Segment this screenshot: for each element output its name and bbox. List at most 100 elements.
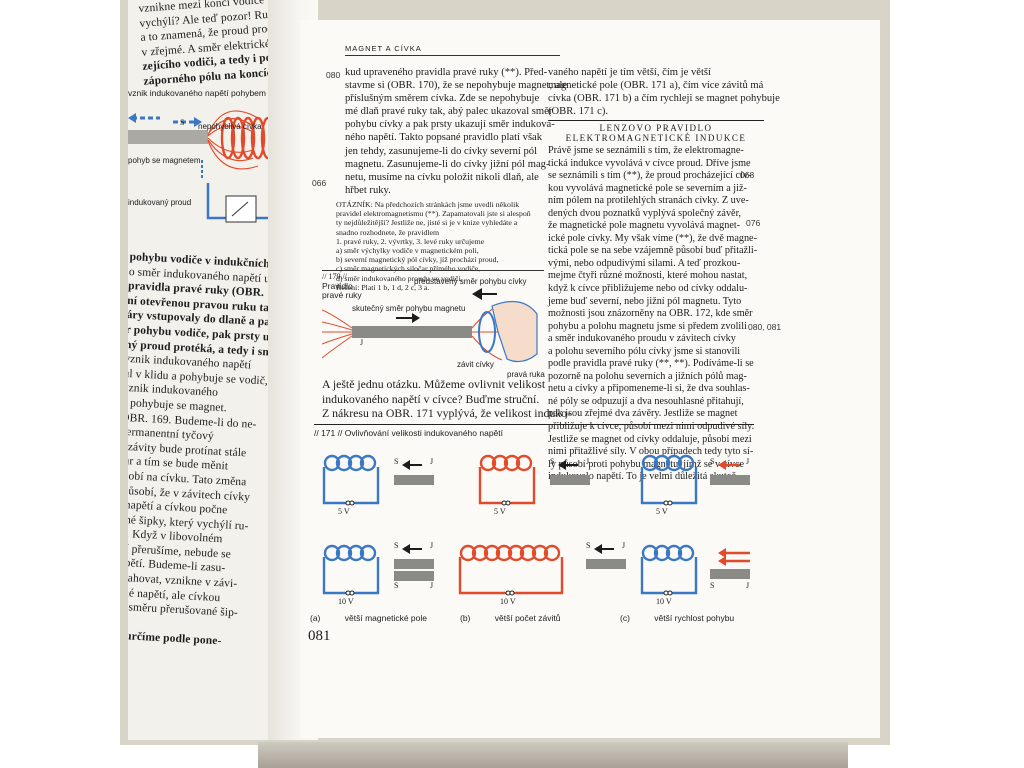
- figure-171: 5 V 5 V 5 V 10 V 10 V 10 V S J S J S J S…: [310, 445, 770, 645]
- figure-number: // 170 //: [322, 272, 347, 281]
- text-line: netu a cívky a připomeneme-li si, že dva…: [548, 383, 750, 395]
- text-line: nimi přitažlivé síly. V obou případech t…: [548, 446, 754, 458]
- figure-170: // 170 // Pravidlo pravé ruky představen…: [322, 270, 545, 379]
- running-head-rule: [345, 55, 560, 56]
- pole-label-s: S: [394, 541, 399, 550]
- right-hand-rule-illustration: [322, 288, 538, 363]
- text-line: (OBR. 171 c).: [548, 106, 609, 118]
- coil-motion-label: představený směr pohybu cívky: [414, 277, 527, 286]
- pole-label-j: J: [586, 457, 590, 466]
- text-line: přibližuje k cívce, působí mezi nimi odp…: [548, 421, 755, 433]
- voltmeter: [225, 195, 257, 223]
- page-number: 081: [308, 628, 331, 644]
- text-line: ly působí proti pohybu magnetu, jímž se …: [548, 458, 745, 470]
- voltage-label: 5 V: [656, 507, 668, 516]
- magnet-bar: [586, 559, 626, 569]
- magnet-bar: [710, 569, 750, 579]
- magnet-bar: [394, 559, 434, 569]
- text-line: pravidel elektromagnetismu (**). Zapamat…: [336, 209, 531, 219]
- text-line: kud upraveného pravidla pravé ruky (**).…: [345, 67, 548, 78]
- margin-ref: 076: [746, 218, 761, 228]
- text-line: ty nejdůležitější? Jestliže ne, jisté si…: [336, 218, 518, 237]
- margin-ref: 066: [312, 178, 327, 188]
- magnet-motion-label: skutečný směr pohybu magnetu: [352, 304, 466, 313]
- caption-text: větší počet závitů: [494, 613, 561, 623]
- text-line: jen tehdy, zasunujeme-li do cívky severn…: [345, 145, 538, 157]
- column-2-body: Právě jsme se seznámili s tím, že elektr…: [548, 145, 757, 484]
- pole-label-j: J: [622, 541, 626, 550]
- current-label: indukovaný proud: [128, 198, 192, 207]
- pole-label-j: J: [430, 541, 434, 550]
- pole-label-s: S: [550, 457, 555, 466]
- text-line: né póly se odpuzují a dva nesouhlasné př…: [548, 395, 744, 407]
- text-line: Právě jsme se seznámili s tím, že elektr…: [548, 145, 744, 156]
- text-line: indukovaného napětí v cívce? Buďme struč…: [322, 391, 540, 406]
- motion-label: pohyb se magnetem: [128, 156, 201, 165]
- coil-turn-label: závit cívky: [457, 360, 494, 369]
- caption-letter: (b): [460, 613, 471, 623]
- question-box: OTÁZNÍK: Na předchozích stránkách jsme u…: [336, 200, 541, 292]
- text-line: a směr indukovaného proudu v závitech cí…: [548, 333, 736, 345]
- text-line: pohybu cívky a pak prsty ukazují směr in…: [345, 119, 555, 131]
- text-line: ické pole cívky. My však víme (**), že d…: [548, 232, 757, 244]
- magnet-bar: [550, 475, 590, 485]
- text-line: indukovalo napětí. To je velmi důležitá …: [548, 471, 740, 483]
- pole-label-s: S: [394, 457, 399, 466]
- margin-ref: 080, 081: [748, 322, 782, 332]
- voltage-label: 10 V: [500, 597, 516, 606]
- magnet-coil-illustration: [128, 110, 285, 223]
- column-2-top: vaného napětí je tím větší, čím je větší…: [548, 66, 780, 118]
- pole-label-s: S: [710, 581, 715, 590]
- text-line: možnosti jsou znázorněny na OBR. 172, kd…: [548, 308, 753, 320]
- text-line: netu, musíme na cívku položit nikoli dla…: [345, 171, 539, 183]
- running-head: MAGNET A CÍVKA: [345, 44, 422, 53]
- text-line: 1. pravé ruky, 2. vývrtky, 3. levé ruky …: [336, 236, 485, 246]
- figure-title: Pravidlo: [322, 281, 353, 291]
- text-line: ním pólem na protilehlých stranách cívky…: [548, 195, 749, 207]
- text-line: a) směr výchylky vodiče v magnetickém po…: [336, 246, 479, 256]
- text-line: se seznámili s tím (**), že proud prochá…: [548, 170, 752, 182]
- margin-ref: 080: [326, 70, 341, 80]
- left-figure: vznik indukovaného napětí pohybem magnet…: [128, 88, 288, 243]
- text-line: pak jsou zřejmé dva závěry. Jestliže se …: [548, 408, 738, 420]
- voltage-label: 10 V: [338, 597, 354, 606]
- text-line: pohybu a polohu magnetu jsme si předem z…: [548, 320, 747, 332]
- magnet-bar: [394, 475, 434, 485]
- book-edge: [258, 742, 848, 768]
- magnet-bar: [352, 326, 472, 338]
- text-line: mejme čtyři různé možnosti, které mohou …: [548, 270, 748, 282]
- right-page: MAGNET A CÍVKA 080 066 068 076 080, 081 …: [300, 20, 880, 738]
- coil-c2: [640, 544, 698, 596]
- question-paragraph: A ještě jednu otázku. Můžeme ovlivnit ve…: [322, 377, 571, 421]
- text-line: Z nákresu na OBR. 171 vyplývá, že veliko…: [322, 406, 572, 420]
- text-line: Řešení: Platí 1 b, 1 d, 2 c, 3 a.: [336, 282, 430, 292]
- text-line: tická indukce vyvolává v cívce proud. Dř…: [548, 157, 751, 169]
- text-line: když k cívce přibližujeme nebo od cívky …: [548, 283, 748, 295]
- text-line: dených dvou poznatků vyplývá společný zá…: [548, 207, 742, 219]
- coil-b2: [458, 544, 564, 596]
- coil-c1: [640, 454, 698, 506]
- pole-label-j: J: [430, 581, 434, 590]
- text-line: příslušným směrem cívka. Zde se nepohybu…: [345, 93, 540, 105]
- coil-turn: [478, 311, 496, 353]
- left-page-top-text: vznikne mezi konci vodiče n vychýlí? Ale…: [138, 0, 288, 89]
- text-line: OTÁZNÍK: Na předchozích stránkách jsme u…: [336, 200, 520, 209]
- coil-a1: [322, 454, 380, 506]
- figure-title: pravé ruky: [322, 290, 362, 300]
- text-line: mé dlaň pravé ruky tak, abý palec ukazov…: [345, 106, 553, 118]
- voltage-label: 10 V: [656, 597, 672, 606]
- text-line: vými, nebo odpudivými silami. A teď proz…: [548, 257, 741, 269]
- coil-b1: [478, 454, 536, 506]
- pole-label-s: S: [710, 457, 715, 466]
- text-line: b) severní magnetický pól cívky, jíž pro…: [336, 255, 499, 265]
- text-line: d) směr indukovaného proudu ve vodiči.: [336, 273, 463, 283]
- text-line: hřbet ruky.: [345, 184, 391, 196]
- pole-label-j: J: [360, 338, 364, 347]
- caption-text: větší magnetické pole: [344, 613, 427, 623]
- figure-rule: [314, 424, 754, 425]
- induction-diagrams: [322, 454, 750, 596]
- pole-label-j: J: [430, 457, 434, 466]
- figure-caption: vznik indukovaného napětí pohybem magnet…: [128, 88, 288, 98]
- figure-171-title: // 171 // Ovlivňování velikosti indukova…: [314, 428, 504, 438]
- pole-label-s: S: [180, 118, 185, 127]
